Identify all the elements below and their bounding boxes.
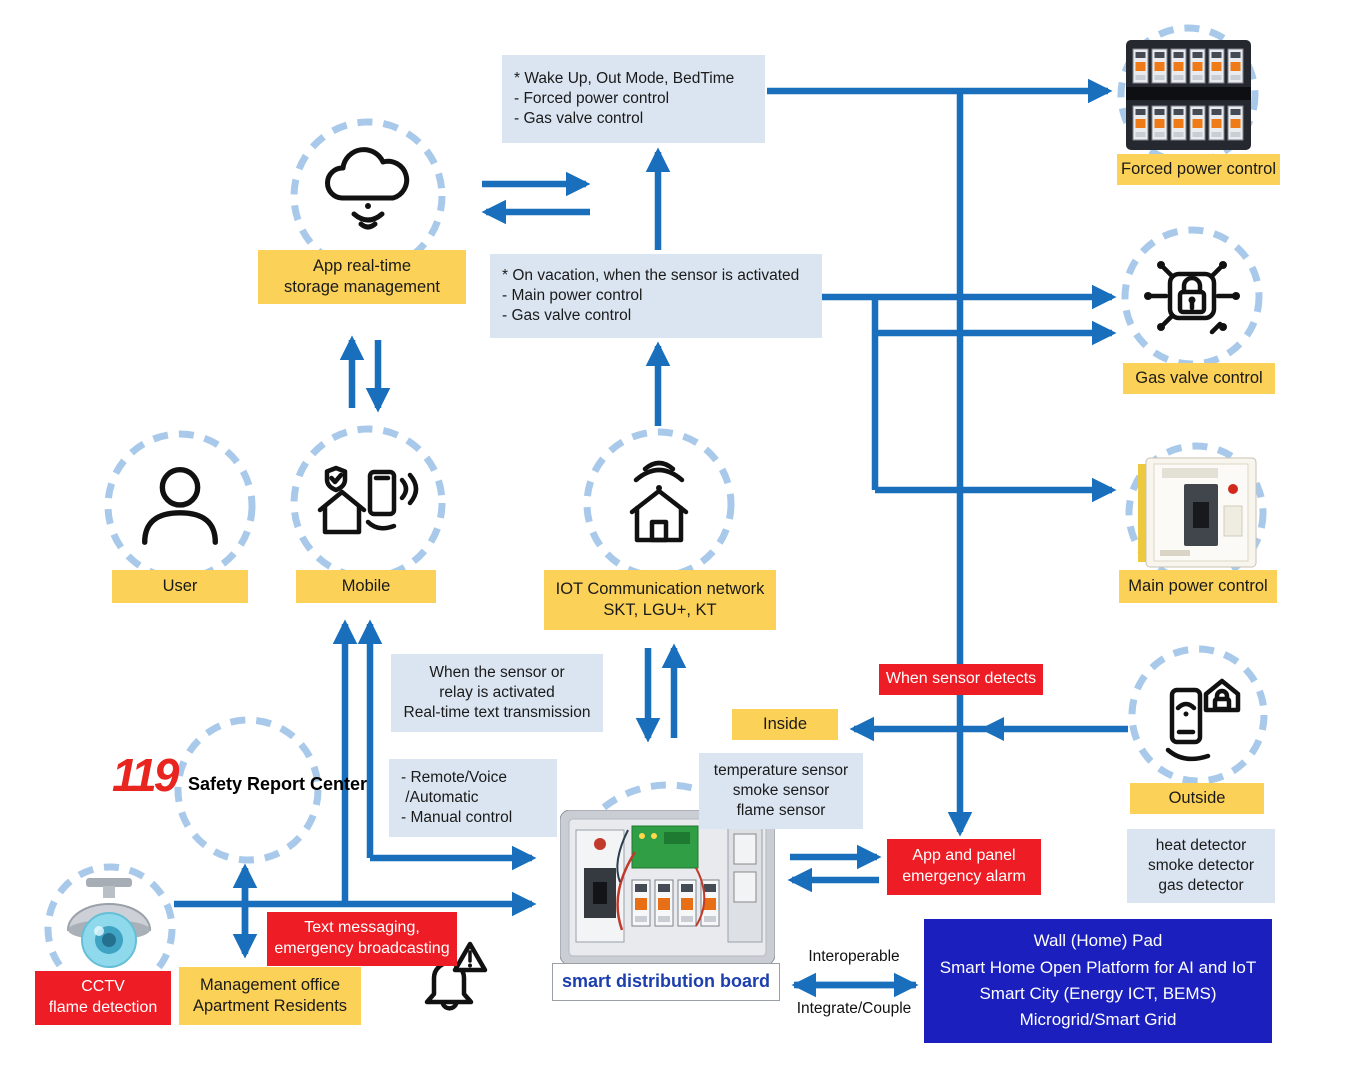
when-sensor-detects-badge: When sensor detects bbox=[879, 664, 1043, 695]
smart-distribution-board-label: smart distribution board bbox=[552, 963, 780, 1001]
integrate-couple-label: Integrate/Couple bbox=[796, 999, 912, 1017]
platform-panel: Wall (Home) Pad Smart Home Open Platform… bbox=[924, 919, 1272, 1043]
text-messaging-badge: Text messaging, emergency broadcasting bbox=[267, 912, 457, 966]
forced-power-label: Forced power control bbox=[1117, 154, 1280, 185]
ring-outside bbox=[1128, 645, 1268, 785]
remote-control-panel: - Remote/Voice /Automatic - Manual contr… bbox=[389, 759, 557, 837]
vacation-panel: * On vacation, when the sensor is activa… bbox=[490, 254, 822, 338]
interoperable-label: Interoperable bbox=[808, 947, 900, 965]
arrows bbox=[174, 78, 1128, 998]
sensor-relay-panel: When the sensor or relay is activated Re… bbox=[391, 654, 603, 732]
inside-sensors-panel: temperature sensor smoke sensor flame se… bbox=[699, 753, 863, 829]
main-power-breaker-image bbox=[1138, 457, 1257, 568]
gas-valve-label: Gas valve control bbox=[1123, 363, 1275, 394]
user-label: User bbox=[112, 570, 248, 603]
cloud-storage-icon bbox=[325, 147, 410, 230]
main-power-label: Main power control bbox=[1119, 570, 1277, 603]
forced-power-breakers-image bbox=[1126, 40, 1251, 150]
iot-house-wifi-icon bbox=[629, 460, 689, 543]
gas-valve-lock-icon bbox=[1144, 261, 1240, 335]
smart-distribution-board-image bbox=[560, 810, 775, 965]
ring-cctv bbox=[44, 863, 176, 995]
emergency-119-logo: 119 bbox=[112, 749, 179, 801]
cctv-label: CCTV flame detection bbox=[35, 971, 171, 1025]
mid-arrowhead bbox=[980, 717, 1004, 741]
outside-remote-phone-icon bbox=[1165, 678, 1241, 762]
mobile-label: Mobile bbox=[296, 570, 436, 603]
modes-panel: * Wake Up, Out Mode, BedTime - Forced po… bbox=[502, 55, 765, 143]
inside-label: Inside bbox=[732, 709, 838, 740]
ring-safety-center bbox=[174, 716, 322, 864]
outside-detectors-panel: heat detector smoke detector gas detecto… bbox=[1127, 829, 1275, 903]
outside-label: Outside bbox=[1130, 783, 1264, 814]
iot-network-label: IOT Communication network SKT, LGU+, KT bbox=[544, 570, 776, 630]
safety-report-center-label: Safety Report Center bbox=[188, 774, 368, 794]
mobile-home-icon bbox=[317, 465, 419, 535]
user-icon bbox=[142, 466, 218, 545]
app-panel-alarm-badge: App and panel emergency alarm bbox=[887, 839, 1041, 895]
cctv-dome-camera-icon bbox=[66, 878, 152, 968]
cloud-storage-label: App real-time storage management bbox=[258, 250, 466, 304]
management-office-label: Management office Apartment Residents bbox=[179, 967, 361, 1025]
